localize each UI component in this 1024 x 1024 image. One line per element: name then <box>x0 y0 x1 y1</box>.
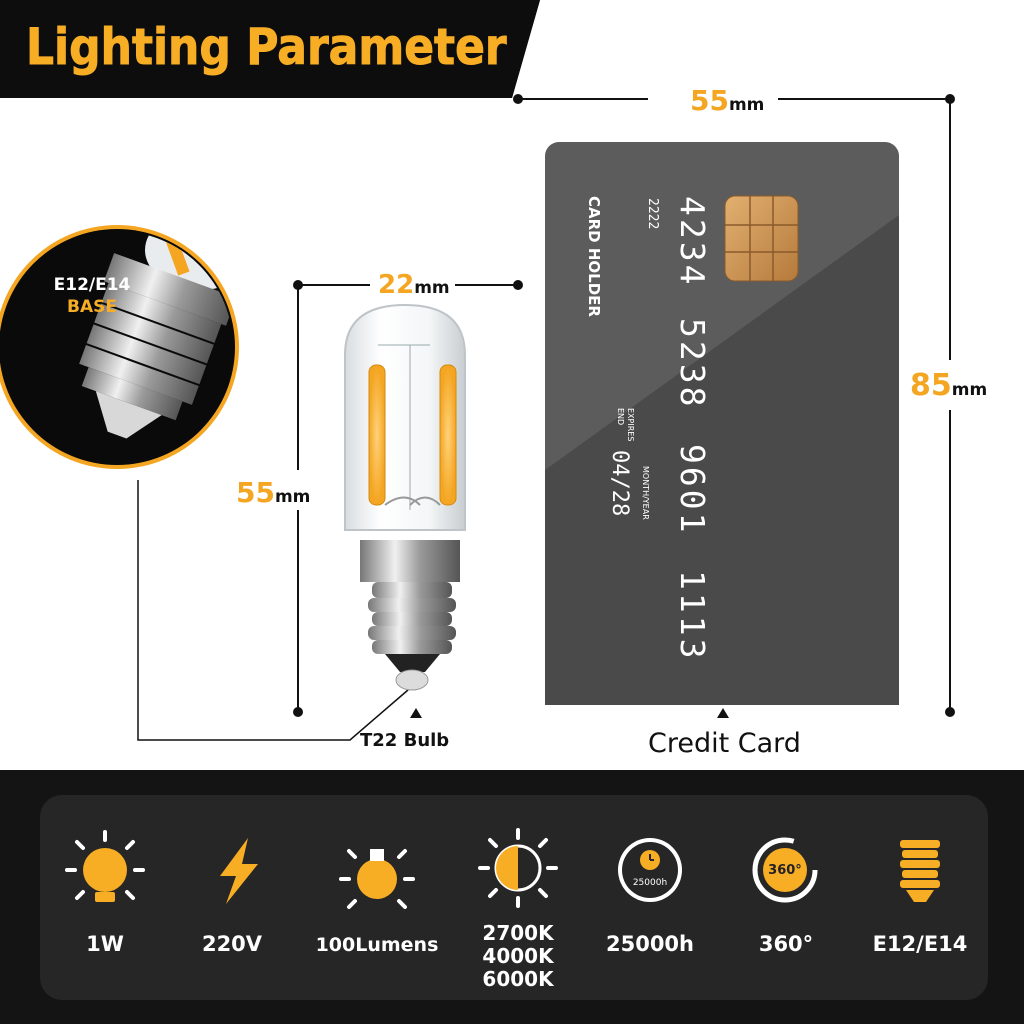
spec-cct-6000: 6000K <box>482 967 554 991</box>
card-code-text: 2222 <box>645 198 660 230</box>
bulb-height-unit: mm <box>274 487 311 507</box>
spec-cct-2700: 2700K <box>482 921 554 945</box>
card-height-unit: mm <box>951 380 988 400</box>
card-number-3: 9601 <box>673 444 712 536</box>
spec-cct-labels: 2700K 4000K 6000K <box>458 922 578 991</box>
bulb-width-label: 22mm <box>378 270 450 300</box>
e12-base-icon <box>900 840 940 902</box>
card-height-label: 85mm <box>910 368 987 403</box>
lightning-icon <box>220 838 258 904</box>
color-temperature-icon <box>478 828 558 908</box>
spec-base-label: E12/E14 <box>872 932 968 956</box>
bulb-height-value: 55 <box>236 476 275 509</box>
lifetime-icon-text: 25000h <box>632 878 668 888</box>
bulb-label: T22 Bulb <box>360 730 450 751</box>
rotation-360-icon <box>752 837 818 903</box>
card-expires-label: EXPIRES END <box>616 408 635 442</box>
page-title: Lighting Parameter <box>26 18 507 77</box>
t22-bulb <box>344 303 466 691</box>
card-height-value: 85 <box>910 368 952 403</box>
spec-power-label: 1W <box>86 932 124 956</box>
card-number-1: 4234 <box>673 196 712 288</box>
base-callout-line1: E12/E14 <box>53 275 131 295</box>
lumens-bulb-icon <box>339 849 415 909</box>
card-number-2: 5238 <box>673 318 712 410</box>
card-width-value: 55 <box>690 84 729 117</box>
card-number-4: 1113 <box>673 570 712 662</box>
bulb-width-value: 22 <box>378 270 415 300</box>
card-width-unit: mm <box>728 95 765 115</box>
spec-voltage-label: 220V <box>201 932 263 956</box>
base-callout: E12/E14 BASE <box>42 274 142 318</box>
bulb-width-unit: mm <box>414 278 450 298</box>
card-label: Credit Card <box>648 728 801 759</box>
card-width-label: 55mm <box>690 84 764 117</box>
card-expiry: 04/28 <box>607 450 632 517</box>
bulb-height-label: 55mm <box>236 476 310 509</box>
card-holder-text: CARD HOLDER <box>585 196 603 317</box>
spec-cct-4000: 4000K <box>482 944 554 968</box>
base-callout-line2: BASE <box>67 297 117 317</box>
credit-card <box>545 142 899 705</box>
spec-lifetime-label: 25000h <box>605 932 694 956</box>
card-month-year-label: MONTH/YEAR <box>641 466 650 520</box>
spec-angle-label: 360° <box>758 932 814 956</box>
spec-lumens-label: 100Lumens <box>315 934 439 956</box>
power-bulb-icon <box>65 830 145 902</box>
lifetime-clock-icon <box>618 838 682 902</box>
spec-panel <box>40 795 988 1000</box>
rotation-icon-text: 360° <box>768 863 802 878</box>
